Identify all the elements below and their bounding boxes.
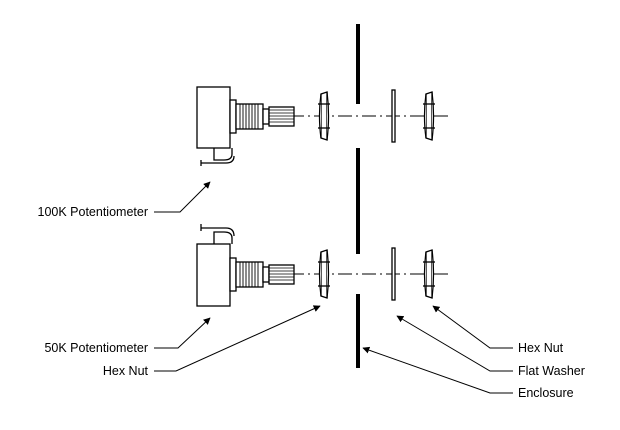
label-enclosure: Enclosure bbox=[518, 386, 574, 400]
centerlines bbox=[290, 115, 448, 275]
potentiometer-100k bbox=[196, 86, 295, 166]
label-50k-potentiometer: 50K Potentiometer bbox=[44, 341, 148, 355]
label-100k-potentiometer: 100K Potentiometer bbox=[38, 205, 149, 219]
hex-nut-outer-top bbox=[423, 91, 435, 141]
leader-100k bbox=[154, 181, 211, 213]
potentiometer-50k bbox=[196, 224, 295, 307]
leader-enclosure bbox=[362, 346, 513, 394]
leader-flat-washer bbox=[396, 315, 513, 372]
label-flat-washer: Flat Washer bbox=[518, 364, 585, 378]
label-hex-nut-right: Hex Nut bbox=[518, 341, 564, 355]
hex-nut-inner-bottom bbox=[318, 249, 330, 299]
leader-50k bbox=[154, 317, 211, 349]
flat-washer-bottom bbox=[391, 247, 396, 301]
leader-hex-nut-left bbox=[154, 305, 321, 372]
hex-nut-inner-top bbox=[318, 91, 330, 141]
hex-nut-outer-bottom bbox=[423, 249, 435, 299]
label-hex-nut-left: Hex Nut bbox=[103, 364, 149, 378]
leader-lines bbox=[154, 181, 513, 394]
leader-hex-nut-right bbox=[432, 305, 513, 349]
flat-washer-top bbox=[391, 89, 396, 143]
